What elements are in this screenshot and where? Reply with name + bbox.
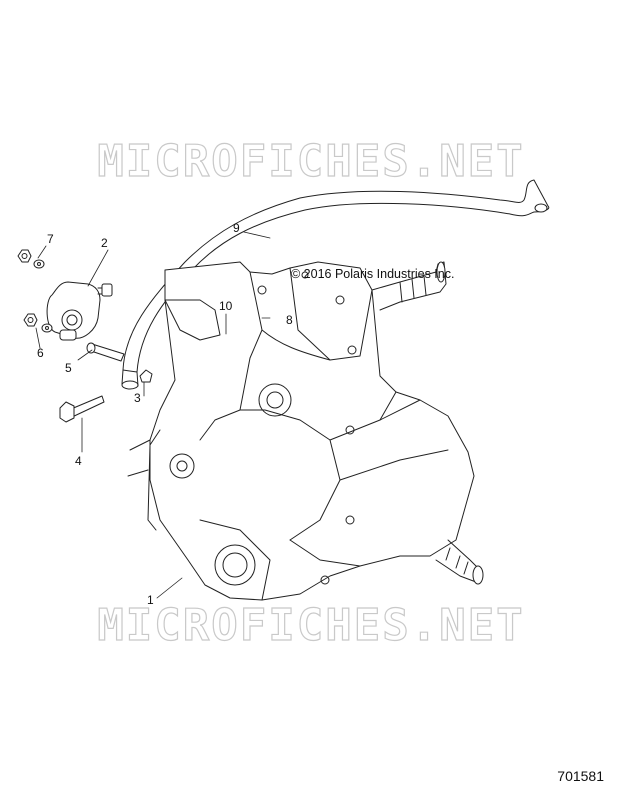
- callout-2: 2: [101, 236, 108, 250]
- callout-4: 4: [75, 454, 82, 468]
- nut-part-6: [23, 313, 53, 333]
- leader-lines: [35, 231, 271, 599]
- callout-9: 9: [233, 221, 240, 235]
- callout-3: 3: [134, 391, 141, 405]
- callout-6: 6: [37, 346, 44, 360]
- bolt-part-5: [86, 342, 125, 362]
- callout-5: 5: [65, 361, 72, 375]
- callout-1: 1: [147, 593, 154, 607]
- callout-10: 10: [219, 299, 233, 313]
- copyright-notice: © 2016 Polaris Industries Inc.: [291, 267, 455, 281]
- diagram-number: 701581: [557, 768, 604, 784]
- callout-7: 7: [47, 232, 54, 246]
- bolt-part-4: [59, 395, 105, 423]
- transmission-part-1: [127, 261, 484, 601]
- watermark-bottom: MICROFICHES.NET: [97, 599, 525, 651]
- callout-8: 8: [286, 313, 293, 327]
- sensor-part-2: [46, 281, 113, 341]
- watermark-top: MICROFICHES.NET: [97, 135, 525, 187]
- clip-part-3: [139, 369, 153, 383]
- nut-part-7: [17, 249, 45, 269]
- vent-hose-part-9: [121, 179, 550, 390]
